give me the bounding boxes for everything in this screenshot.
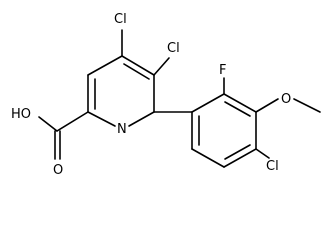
bond-c3-c4 (87, 55, 123, 76)
bond-ph-c2-c3 (223, 93, 257, 113)
hydroxyl-label: HO (11, 107, 31, 122)
oxygen-methoxy-label: O (281, 92, 291, 107)
bond-c5-cl (153, 57, 170, 76)
bond-ph-c5-c6 (191, 148, 225, 168)
bond-ph-c1-c2 (191, 93, 225, 113)
fluorine-label: F (219, 63, 226, 78)
carbonyl-oxygen-label: O (53, 163, 63, 178)
bond-ccarboxyl-oh (38, 116, 58, 132)
cl-top-left-label: Cl (114, 12, 127, 27)
cl-top-right-label: Cl (167, 41, 180, 56)
structure-canvas: Cl Cl F O N HO O Cl (11, 12, 321, 178)
molecule-diagram: Cl Cl F O N HO O Cl (11, 12, 321, 178)
bond-c2-ccarboxyl (56, 111, 89, 132)
bond-ph-c4-c5 (223, 148, 257, 168)
bond-ph-c2-c3-inner (224, 101, 251, 117)
bond-o-ch3 (293, 98, 321, 113)
bond-n-c2 (87, 111, 116, 127)
bond-c4-c5 (121, 55, 155, 76)
nitrogen-label: N (117, 122, 127, 137)
bond-c6-n (128, 111, 155, 127)
bond-ph-c4-c5-inner (224, 144, 251, 160)
bond-ph-o (255, 98, 279, 113)
cl-bottom-label: Cl (266, 159, 279, 174)
bond-ph-cl (255, 148, 270, 159)
bond-c4-c5-inner (123, 63, 150, 80)
